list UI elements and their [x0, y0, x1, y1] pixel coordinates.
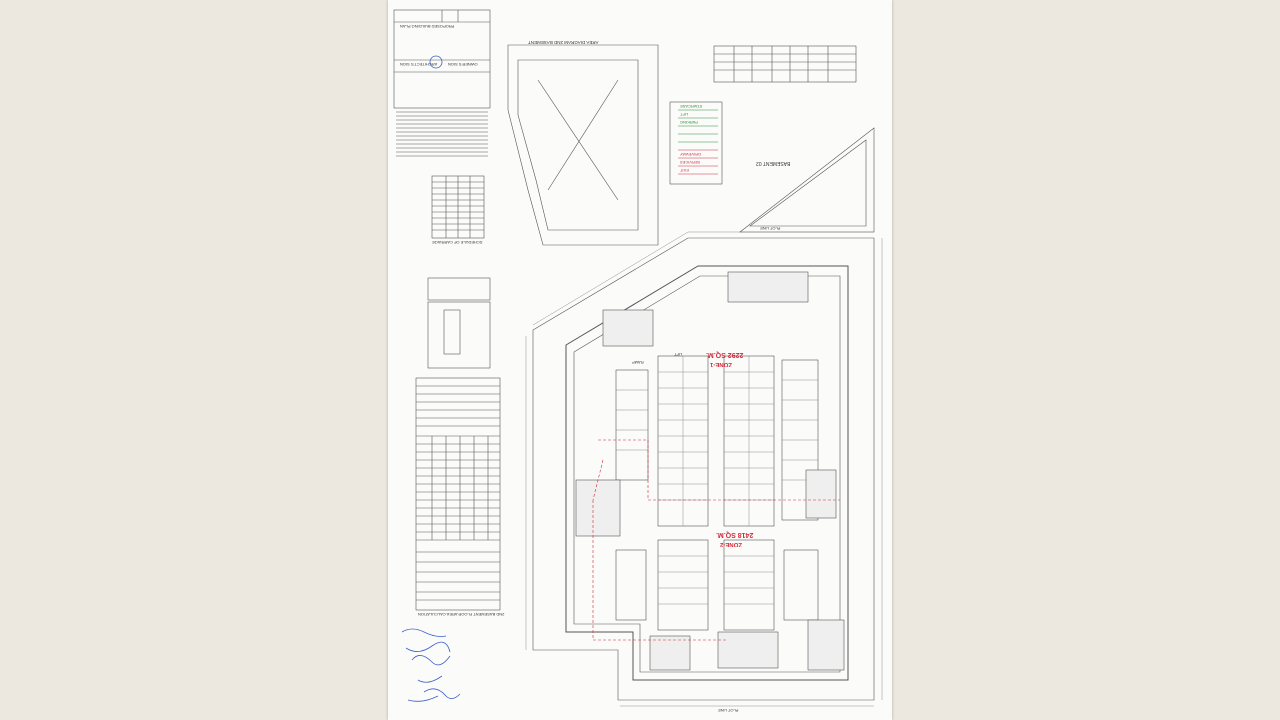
lift-label: LIFT: [674, 352, 683, 357]
plot-line-bottom: PLOT LINE: [718, 708, 739, 713]
basement-02-title: BASEMENT 02: [756, 160, 791, 166]
floor-plan-drawing: [393, 9, 883, 707]
zone-2-label: ZONE-2: [720, 541, 743, 547]
architect-sign: ARCHITECT'S SIGN: [400, 62, 438, 67]
legend-item: PARKING: [680, 120, 698, 125]
legend-item: DRIVEWAY: [680, 152, 701, 157]
calc-heading: 2ND BASEMENT FLOOR AREA CALCULATION: [418, 612, 505, 617]
legend-item: LIFT: [680, 112, 689, 117]
zone-1-label: ZONE-1: [710, 361, 733, 367]
legend-item: SERVICES: [680, 160, 701, 165]
zone-2-area: 2418 SQ.M.: [716, 531, 754, 538]
schedule-title: SCHEDULE OF CARRIAGE: [432, 240, 483, 245]
zone-1-area: 2292 SQ.M.: [706, 351, 744, 358]
title-block-heading: PROPOSED BUILDING PLAN: [400, 24, 455, 29]
ramp-label: RAMP: [632, 360, 644, 365]
plot-line-top: PLOT LINE: [760, 226, 781, 231]
area-diagram-title: AREA DIAGRAM 2ND BASEMENT: [528, 40, 599, 45]
legend-item: EXIT: [680, 168, 689, 173]
owner-sign: OWNER'S SIGN: [448, 62, 478, 67]
legend-item: STAIRCASE: [680, 104, 703, 109]
drawing-sheet: 2292 SQ.M. ZONE-1 2418 SQ.M. ZONE-2 BASE…: [388, 0, 892, 720]
